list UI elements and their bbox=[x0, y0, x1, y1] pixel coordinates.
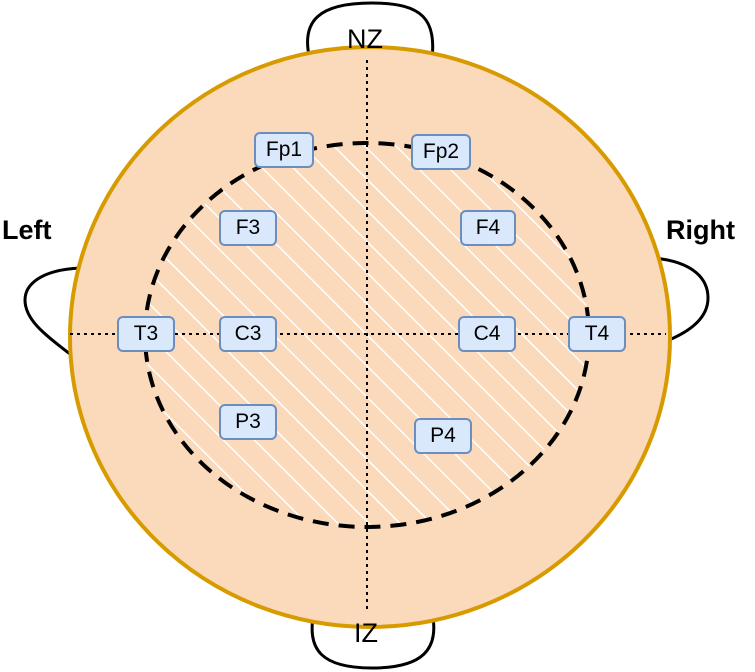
electrode-t3: T3 bbox=[117, 316, 175, 352]
electrode-f3: F3 bbox=[219, 210, 277, 246]
electrode-p3: P3 bbox=[219, 404, 277, 440]
electrode-c4: C4 bbox=[458, 316, 516, 352]
electrode-t4: T4 bbox=[568, 316, 626, 352]
inion-bump bbox=[310, 611, 436, 670]
electrode-p4: P4 bbox=[414, 418, 472, 454]
electrode-fp1: Fp1 bbox=[254, 132, 314, 168]
right-ear bbox=[653, 256, 710, 344]
inion-label: IZ bbox=[354, 618, 378, 648]
electrode-c3: C3 bbox=[219, 316, 277, 352]
electrode-fp2: Fp2 bbox=[411, 134, 471, 170]
left-label: Left bbox=[2, 215, 52, 245]
nose-bump bbox=[306, 1, 435, 61]
electrode-f4: F4 bbox=[460, 210, 516, 246]
right-label: Right bbox=[666, 215, 735, 245]
nasion-label: NZ bbox=[347, 24, 383, 54]
left-ear bbox=[23, 266, 81, 360]
